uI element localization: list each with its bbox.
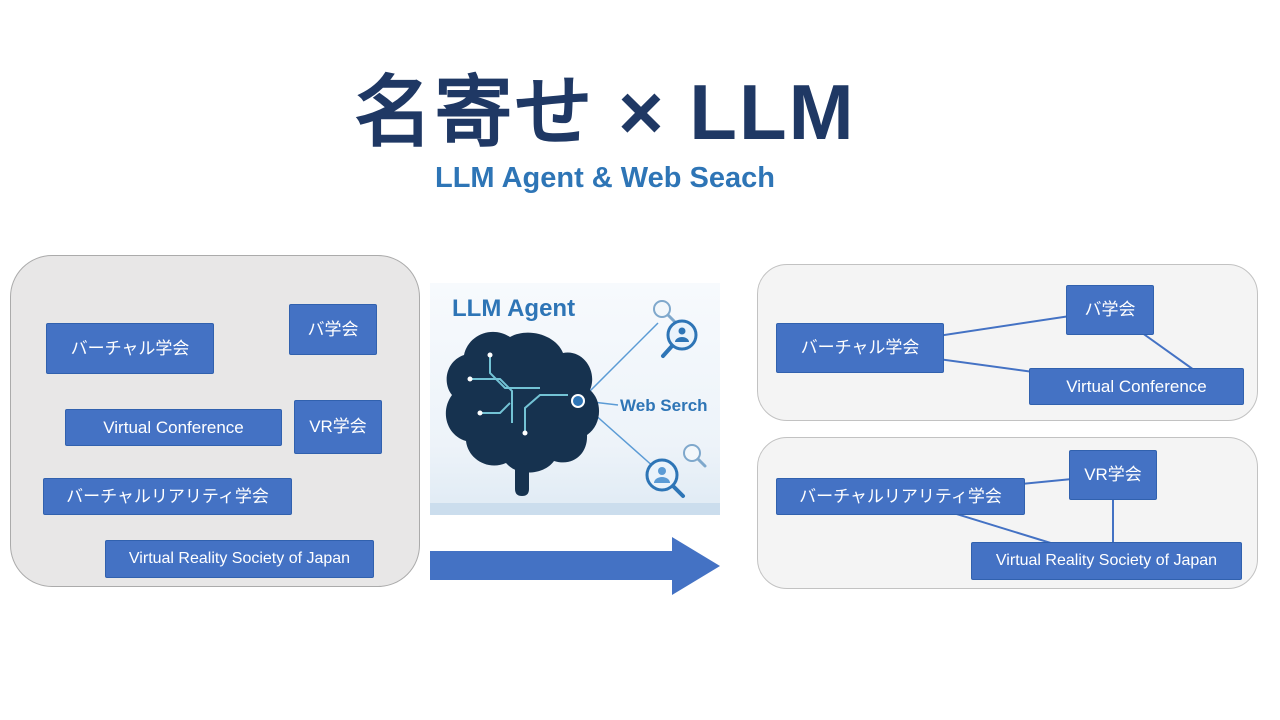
chip-vr-gakkai: VR学会 — [294, 400, 382, 454]
search-globe-icon-bottom — [645, 444, 707, 498]
cluster1-child1-chip: バ学会 — [1066, 285, 1154, 335]
search-people-icon-top — [653, 300, 698, 358]
brain-websearch-graphic — [430, 300, 720, 515]
cluster2-child1-chip: VR学会 — [1069, 450, 1157, 500]
cluster2-root-chip: バーチャルリアリティ学会 — [776, 478, 1025, 515]
llm-agent-illustration: LLM Agent Web Serch — [430, 283, 720, 515]
chip-vrsj: Virtual Reality Society of Japan — [105, 540, 374, 578]
web-search-label: Web Serch — [620, 396, 708, 415]
image-bottom-band — [430, 503, 720, 515]
chip-virtual-reality-gakkai: バーチャルリアリティ学会 — [43, 478, 292, 515]
chip-virtual-conference: Virtual Conference — [65, 409, 282, 446]
right-arrow-head — [672, 537, 720, 595]
cluster-panel-2: バーチャルリアリティ学会 VR学会 Virtual Reality Societ… — [757, 437, 1258, 589]
page-subtitle: LLM Agent & Web Seach — [435, 162, 775, 194]
page-title: 名寄せ × LLM — [354, 68, 856, 156]
cluster1-child2-chip: Virtual Conference — [1029, 368, 1244, 405]
source-names-panel: バーチャル学会 バ学会 Virtual Conference VR学会 バーチャ… — [10, 255, 420, 587]
cluster1-root-chip: バーチャル学会 — [776, 323, 944, 373]
right-arrow-shaft — [430, 551, 672, 580]
cluster2-child2-chip: Virtual Reality Society of Japan — [971, 542, 1242, 580]
chip-ba-gakkai: バ学会 — [289, 304, 377, 355]
chip-virtual-gakkai: バーチャル学会 — [46, 323, 214, 374]
brain-icon — [445, 331, 600, 496]
cluster-panel-1: バーチャル学会 バ学会 Virtual Conference — [757, 264, 1258, 421]
llm-agent-label: LLM Agent — [452, 295, 576, 322]
